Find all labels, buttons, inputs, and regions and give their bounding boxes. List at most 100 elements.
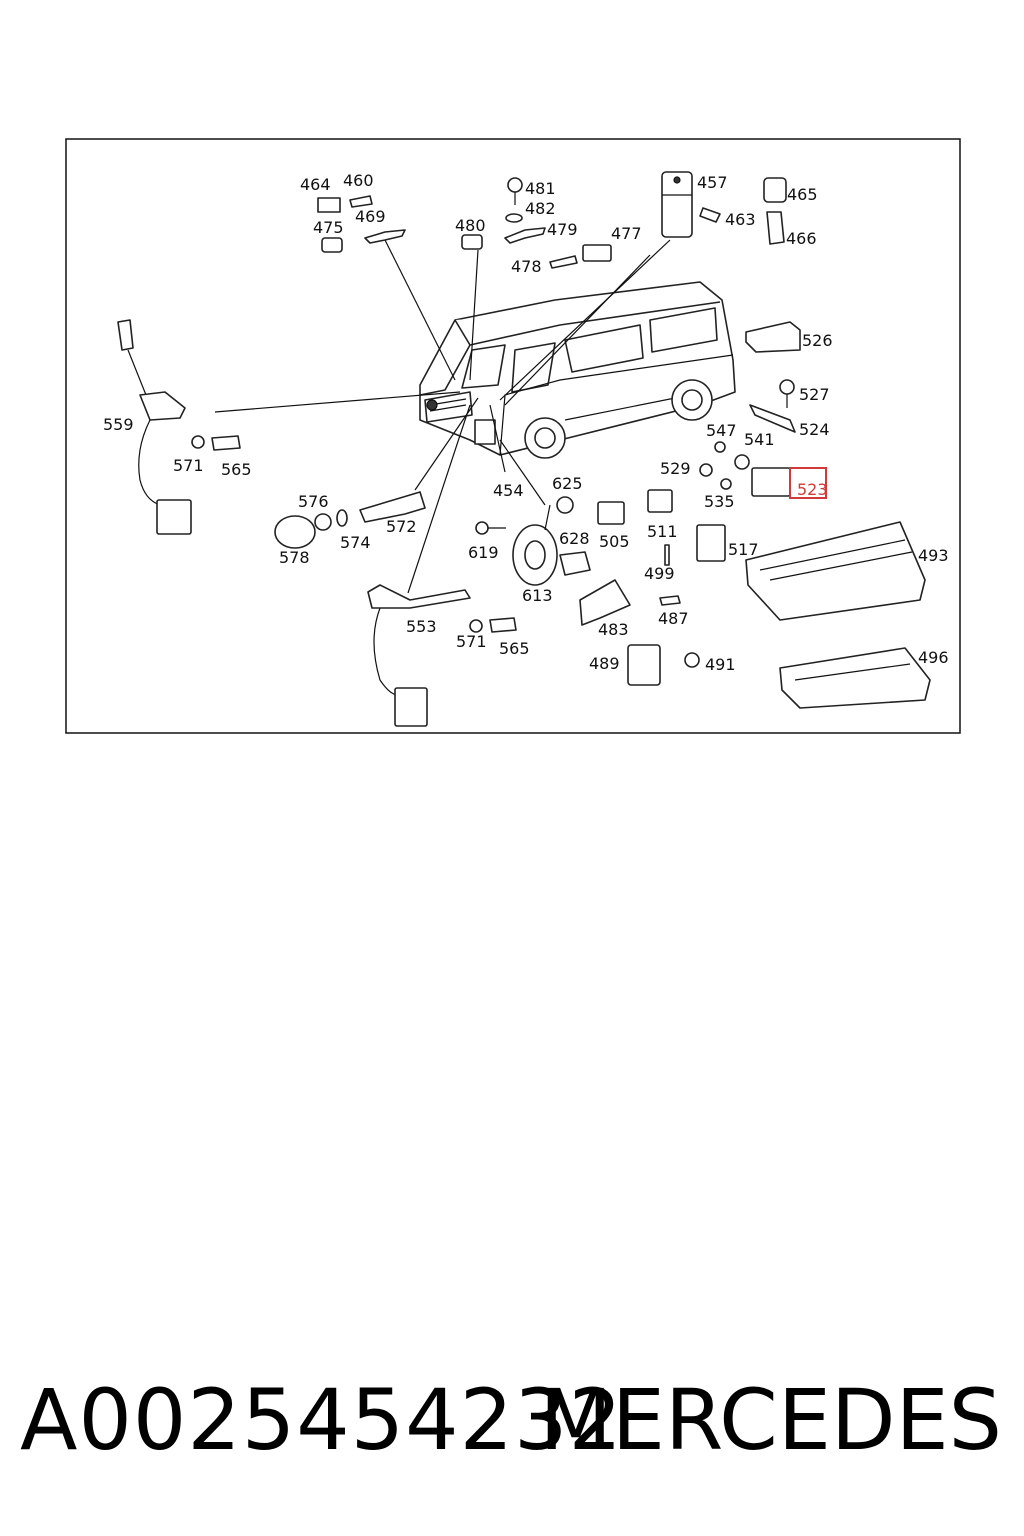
label-480: 480 bbox=[455, 216, 486, 235]
part-524 bbox=[749, 404, 796, 433]
part-labels: 464 460 475 469 480 481 482 479 478 477 … bbox=[103, 171, 949, 674]
label-547: 547 bbox=[706, 421, 737, 440]
part-466 bbox=[766, 211, 785, 245]
label-479: 479 bbox=[547, 220, 578, 239]
label-574: 574 bbox=[340, 533, 371, 552]
part-571a bbox=[191, 435, 205, 449]
label-482: 482 bbox=[525, 199, 556, 218]
part-460 bbox=[349, 195, 373, 208]
leader-lines bbox=[214, 239, 671, 594]
label-481: 481 bbox=[525, 179, 556, 198]
part-559-plug bbox=[156, 499, 192, 535]
part-487 bbox=[659, 595, 681, 606]
label-613: 613 bbox=[522, 586, 553, 605]
label-499: 499 bbox=[644, 564, 675, 583]
part-547 bbox=[714, 441, 726, 453]
label-523: 523 bbox=[797, 480, 828, 499]
middle-parts bbox=[475, 489, 726, 686]
label-565-upper: 565 bbox=[221, 460, 252, 479]
part-559 bbox=[139, 391, 186, 421]
part-571b bbox=[469, 619, 483, 633]
part-511 bbox=[647, 489, 673, 513]
right-parts bbox=[699, 321, 931, 709]
part-482 bbox=[505, 213, 523, 223]
part-619 bbox=[475, 521, 489, 535]
label-625: 625 bbox=[552, 474, 583, 493]
part-number: A0025454232 bbox=[20, 1371, 623, 1469]
left-parts bbox=[117, 319, 517, 727]
part-478 bbox=[549, 255, 578, 269]
label-541: 541 bbox=[744, 430, 775, 449]
label-565-lower: 565 bbox=[499, 639, 530, 658]
label-529: 529 bbox=[660, 459, 691, 478]
part-493 bbox=[745, 521, 926, 621]
label-517: 517 bbox=[728, 540, 759, 559]
part-523 bbox=[751, 467, 791, 497]
part-576 bbox=[314, 513, 332, 531]
part-489 bbox=[627, 644, 661, 686]
part-565b bbox=[489, 617, 517, 633]
label-559: 559 bbox=[103, 415, 134, 434]
part-464 bbox=[317, 197, 341, 213]
part-496 bbox=[779, 647, 931, 709]
part-559-stalk bbox=[117, 319, 134, 351]
label-469: 469 bbox=[355, 207, 386, 226]
label-524: 524 bbox=[799, 420, 830, 439]
highlight-box bbox=[789, 467, 827, 499]
part-565a bbox=[211, 435, 241, 451]
label-511: 511 bbox=[647, 522, 678, 541]
part-479 bbox=[504, 227, 546, 244]
label-571-upper: 571 bbox=[173, 456, 204, 475]
label-454: 454 bbox=[493, 481, 524, 500]
label-487: 487 bbox=[658, 609, 689, 628]
part-572 bbox=[359, 491, 426, 523]
label-527: 527 bbox=[799, 385, 830, 404]
van-illustration bbox=[419, 281, 736, 459]
label-478: 478 bbox=[511, 257, 542, 276]
label-457: 457 bbox=[697, 173, 728, 192]
label-491: 491 bbox=[705, 655, 736, 674]
label-489: 489 bbox=[589, 654, 620, 673]
part-535 bbox=[720, 478, 732, 490]
part-457 bbox=[661, 171, 693, 238]
part-529 bbox=[699, 463, 713, 477]
label-483: 483 bbox=[598, 620, 629, 639]
label-465: 465 bbox=[787, 185, 818, 204]
label-464: 464 bbox=[300, 175, 331, 194]
label-572: 572 bbox=[386, 517, 417, 536]
part-553 bbox=[367, 584, 471, 609]
part-499 bbox=[664, 544, 670, 566]
label-466: 466 bbox=[786, 229, 817, 248]
label-493: 493 bbox=[918, 546, 949, 565]
part-628 bbox=[559, 551, 591, 576]
part-553-plug bbox=[394, 687, 428, 727]
label-619: 619 bbox=[468, 543, 499, 562]
label-571-lower: 571 bbox=[456, 632, 487, 651]
label-460: 460 bbox=[343, 171, 374, 190]
part-526 bbox=[745, 321, 801, 353]
part-481 bbox=[507, 177, 523, 193]
caption-bar: A0025454232 MERCEDES bbox=[0, 1370, 1024, 1470]
label-578: 578 bbox=[279, 548, 310, 567]
label-576: 576 bbox=[298, 492, 329, 511]
part-625 bbox=[556, 496, 574, 514]
part-463 bbox=[699, 207, 721, 223]
parts-diagram: 464 460 475 469 480 481 482 479 478 477 … bbox=[65, 138, 961, 734]
part-574 bbox=[336, 509, 348, 527]
label-553: 553 bbox=[406, 617, 437, 636]
label-505: 505 bbox=[599, 532, 630, 551]
label-463: 463 bbox=[725, 210, 756, 229]
label-526: 526 bbox=[802, 331, 833, 350]
part-475 bbox=[321, 237, 343, 253]
part-477 bbox=[582, 244, 612, 262]
part-527 bbox=[779, 379, 795, 395]
part-480 bbox=[461, 234, 483, 250]
part-483 bbox=[579, 579, 631, 626]
part-517 bbox=[696, 524, 726, 562]
part-491 bbox=[684, 652, 700, 668]
part-578 bbox=[274, 515, 316, 549]
top-parts bbox=[317, 171, 787, 269]
part-541 bbox=[734, 454, 750, 470]
label-477: 477 bbox=[611, 224, 642, 243]
label-475: 475 bbox=[313, 218, 344, 237]
